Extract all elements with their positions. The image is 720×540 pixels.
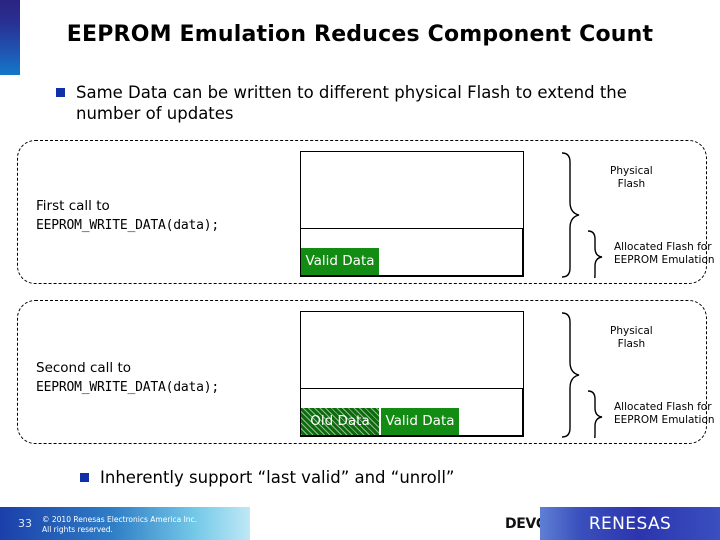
brace-allocated-flash-second bbox=[587, 390, 603, 438]
label-allocated-flash-first: Allocated Flash for EEPROM Emulation bbox=[614, 241, 715, 267]
label-physical-flash-first: Physical Flash bbox=[610, 165, 653, 191]
brace-physical-flash-first bbox=[561, 152, 580, 278]
label-physical-flash-line2-second: Flash bbox=[617, 337, 646, 350]
footer-left-band: 33 © 2010 Renesas Electronics America In… bbox=[0, 507, 250, 540]
label-allocated-flash-line2-first: EEPROM Emulation bbox=[614, 253, 715, 266]
label-allocated-flash-line2-second: EEPROM Emulation bbox=[614, 413, 715, 426]
slide-footer: 33 © 2010 Renesas Electronics America In… bbox=[0, 507, 720, 540]
data-block-valid-first: Valid Data bbox=[301, 248, 379, 275]
bullet-text-bottom: Inherently support “last valid” and “unr… bbox=[100, 468, 455, 487]
footer-right-band: RENESAS bbox=[540, 507, 720, 540]
bullet-square-icon bbox=[80, 473, 89, 482]
label-allocated-flash-second: Allocated Flash for EEPROM Emulation bbox=[614, 401, 715, 427]
flash-memory-box-second: Old Data Valid Data bbox=[300, 311, 524, 437]
footer-center-band: DEVCON Solutions for Innovation bbox=[250, 507, 646, 540]
page-number: 33 bbox=[18, 517, 32, 530]
flash-memory-box-first: Valid Data bbox=[300, 151, 524, 277]
call-code-second: EEPROM_WRITE_DATA(data); bbox=[36, 380, 220, 395]
renesas-logo: RENESAS bbox=[588, 513, 672, 534]
brace-allocated-flash-first bbox=[587, 230, 603, 278]
brace-physical-flash-second bbox=[561, 312, 580, 438]
bullet-item-top: Same Data can be written to different ph… bbox=[56, 82, 656, 124]
bullet-text-top: Same Data can be written to different ph… bbox=[76, 83, 627, 124]
call-code-first: EEPROM_WRITE_DATA(data); bbox=[36, 218, 220, 233]
data-block-old-second: Old Data bbox=[301, 408, 379, 435]
diagram-panel-second-call: Second call to EEPROM_WRITE_DATA(data); … bbox=[17, 300, 715, 444]
data-block-valid-second: Valid Data bbox=[381, 408, 459, 435]
call-label-first: First call to bbox=[36, 198, 110, 214]
bullet-square-icon bbox=[56, 88, 65, 97]
copyright-notice: © 2010 Renesas Electronics America Inc. … bbox=[42, 515, 197, 535]
copyright-line-2: All rights reserved. bbox=[42, 524, 113, 534]
label-allocated-flash-line1-first: Allocated Flash for bbox=[614, 241, 712, 253]
label-physical-flash-line1-second: Physical bbox=[610, 325, 653, 337]
bullet-item-bottom: Inherently support “last valid” and “unr… bbox=[80, 467, 640, 488]
page-title: EEPROM Emulation Reduces Component Count bbox=[66, 22, 654, 47]
label-physical-flash-line2-first: Flash bbox=[617, 177, 646, 190]
label-physical-flash-line1-first: Physical bbox=[610, 165, 653, 177]
flash-allocated-region-second: Old Data Valid Data bbox=[300, 389, 524, 437]
flash-unallocated-region-second bbox=[300, 311, 524, 389]
copyright-line-1: © 2010 Renesas Electronics America Inc. bbox=[42, 515, 198, 524]
call-label-second: Second call to bbox=[36, 360, 132, 376]
flash-unallocated-region-first bbox=[300, 151, 524, 229]
accent-gradient-bar bbox=[0, 0, 20, 75]
flash-allocated-region-first: Valid Data bbox=[300, 229, 524, 277]
label-allocated-flash-line1-second: Allocated Flash for bbox=[614, 401, 712, 413]
diagram-panel-first-call: First call to EEPROM_WRITE_DATA(data); V… bbox=[17, 140, 715, 284]
label-physical-flash-second: Physical Flash bbox=[610, 325, 653, 351]
